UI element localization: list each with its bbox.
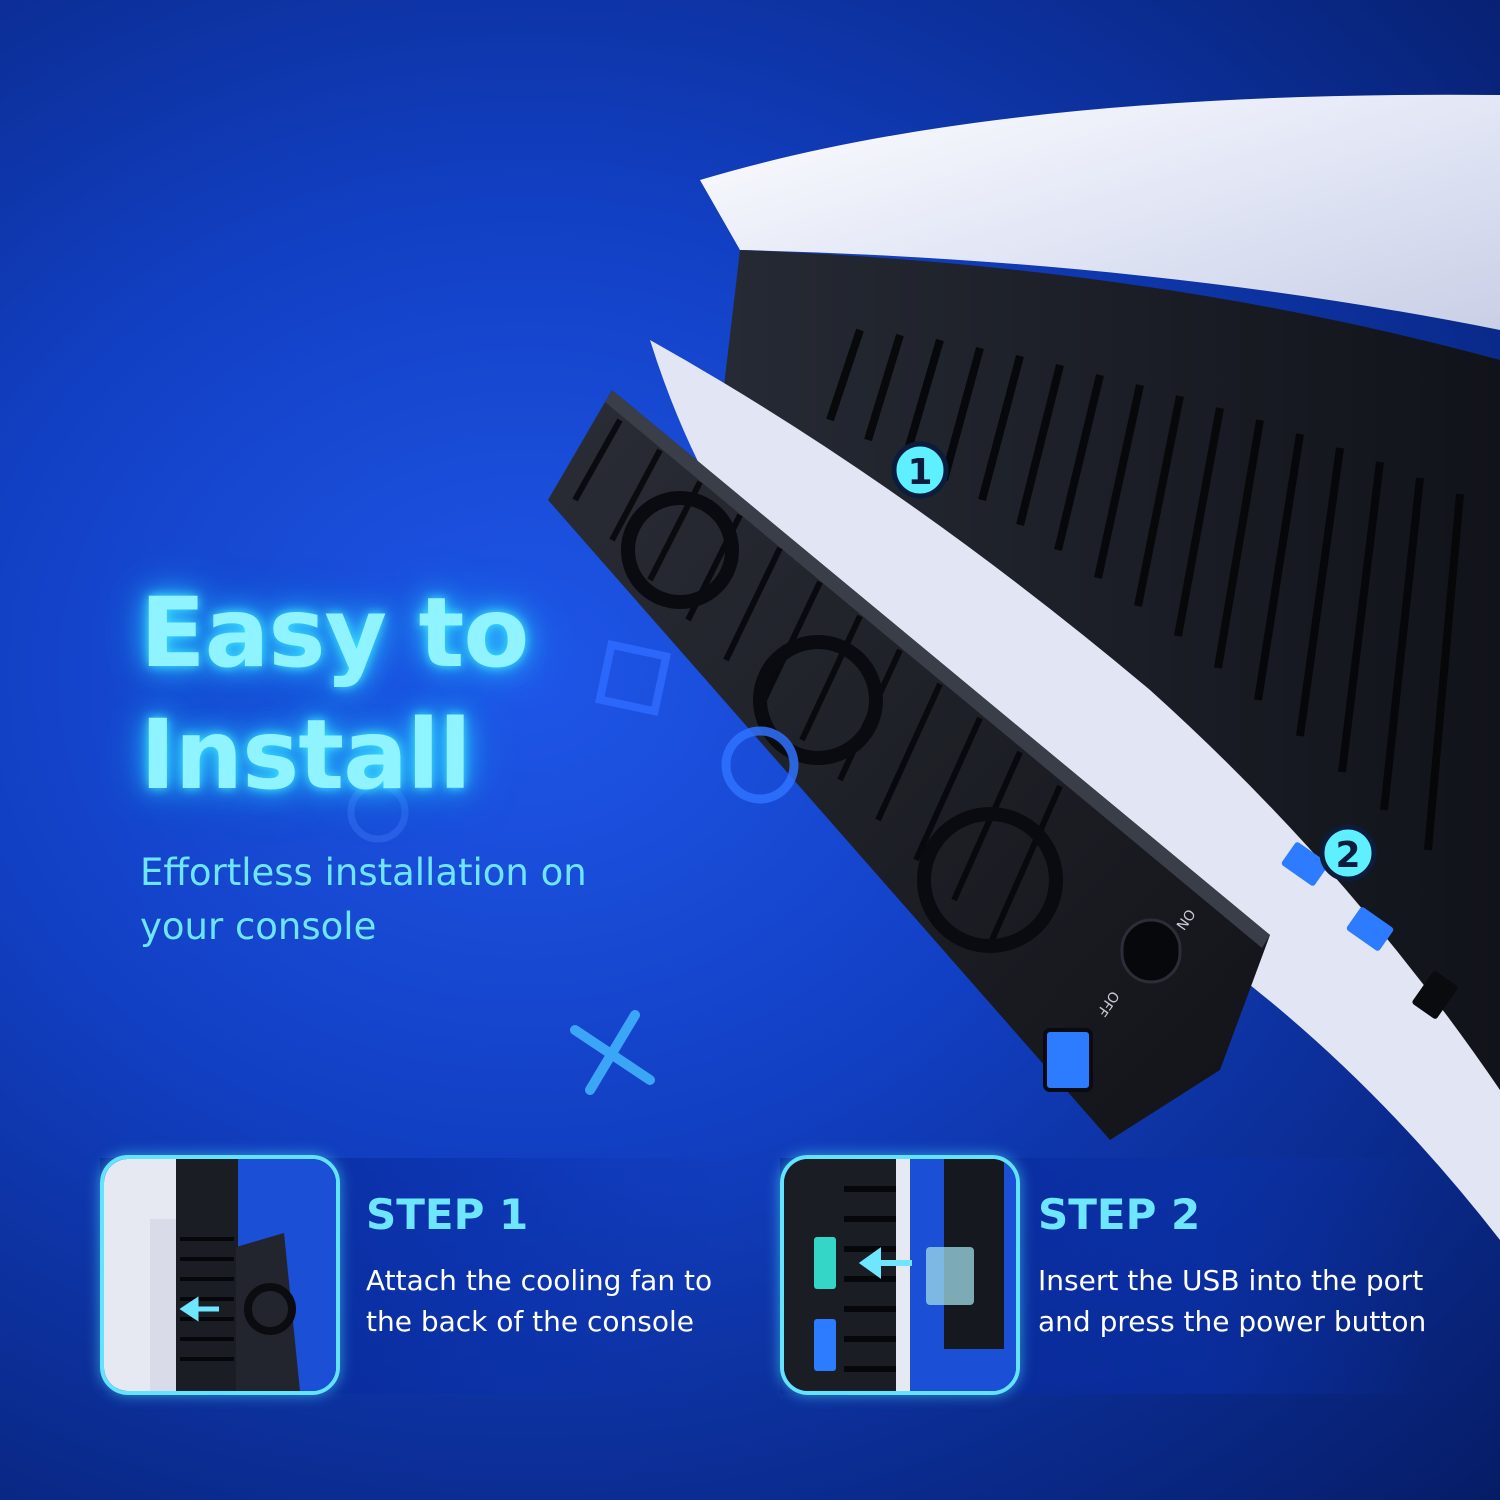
fan-grille <box>753 635 883 765</box>
circle-symbol-icon <box>347 781 409 843</box>
circle-symbol-icon <box>721 726 799 804</box>
marker-2-number: 2 <box>1335 835 1360 876</box>
headline: Easy to Install <box>140 572 529 816</box>
headline-line-2: Install <box>140 699 472 811</box>
console-shell <box>700 94 1500 330</box>
subtitle: Effortless installation on your console <box>140 851 587 948</box>
power-switch <box>1120 918 1182 984</box>
headline-line-1: Easy to <box>140 577 529 689</box>
fan-grille <box>621 491 739 609</box>
console-usb-port <box>1346 907 1394 951</box>
marker-2: 2 <box>1319 824 1377 882</box>
usb-port-icon <box>814 1237 836 1289</box>
step-1-title: STEP 1 <box>366 1190 529 1239</box>
step-2-description: Insert the USB into the port and press t… <box>1038 1264 1427 1338</box>
console-vents <box>826 328 1464 851</box>
fan-usb-port <box>1043 1028 1093 1092</box>
console-usb-port <box>1281 842 1329 886</box>
cross-symbol-icon <box>570 1010 655 1095</box>
step-2-thumbnail <box>780 1155 1020 1395</box>
square-symbol-icon <box>595 640 671 716</box>
step-1-description: Attach the cooling fan to the back of th… <box>366 1264 713 1338</box>
step-2-title: STEP 2 <box>1038 1190 1201 1239</box>
arrow-icon <box>179 1296 219 1322</box>
cooling-fan-unit: ON OFF <box>548 390 1270 1140</box>
step-1-thumbnail <box>100 1155 340 1395</box>
usb-port-icon <box>814 1319 836 1371</box>
fan-grille <box>917 807 1063 953</box>
arrow-icon <box>858 1247 912 1279</box>
marker-1-number: 1 <box>907 452 932 493</box>
console-port <box>1412 971 1458 1019</box>
marker-1: 1 <box>891 441 949 499</box>
